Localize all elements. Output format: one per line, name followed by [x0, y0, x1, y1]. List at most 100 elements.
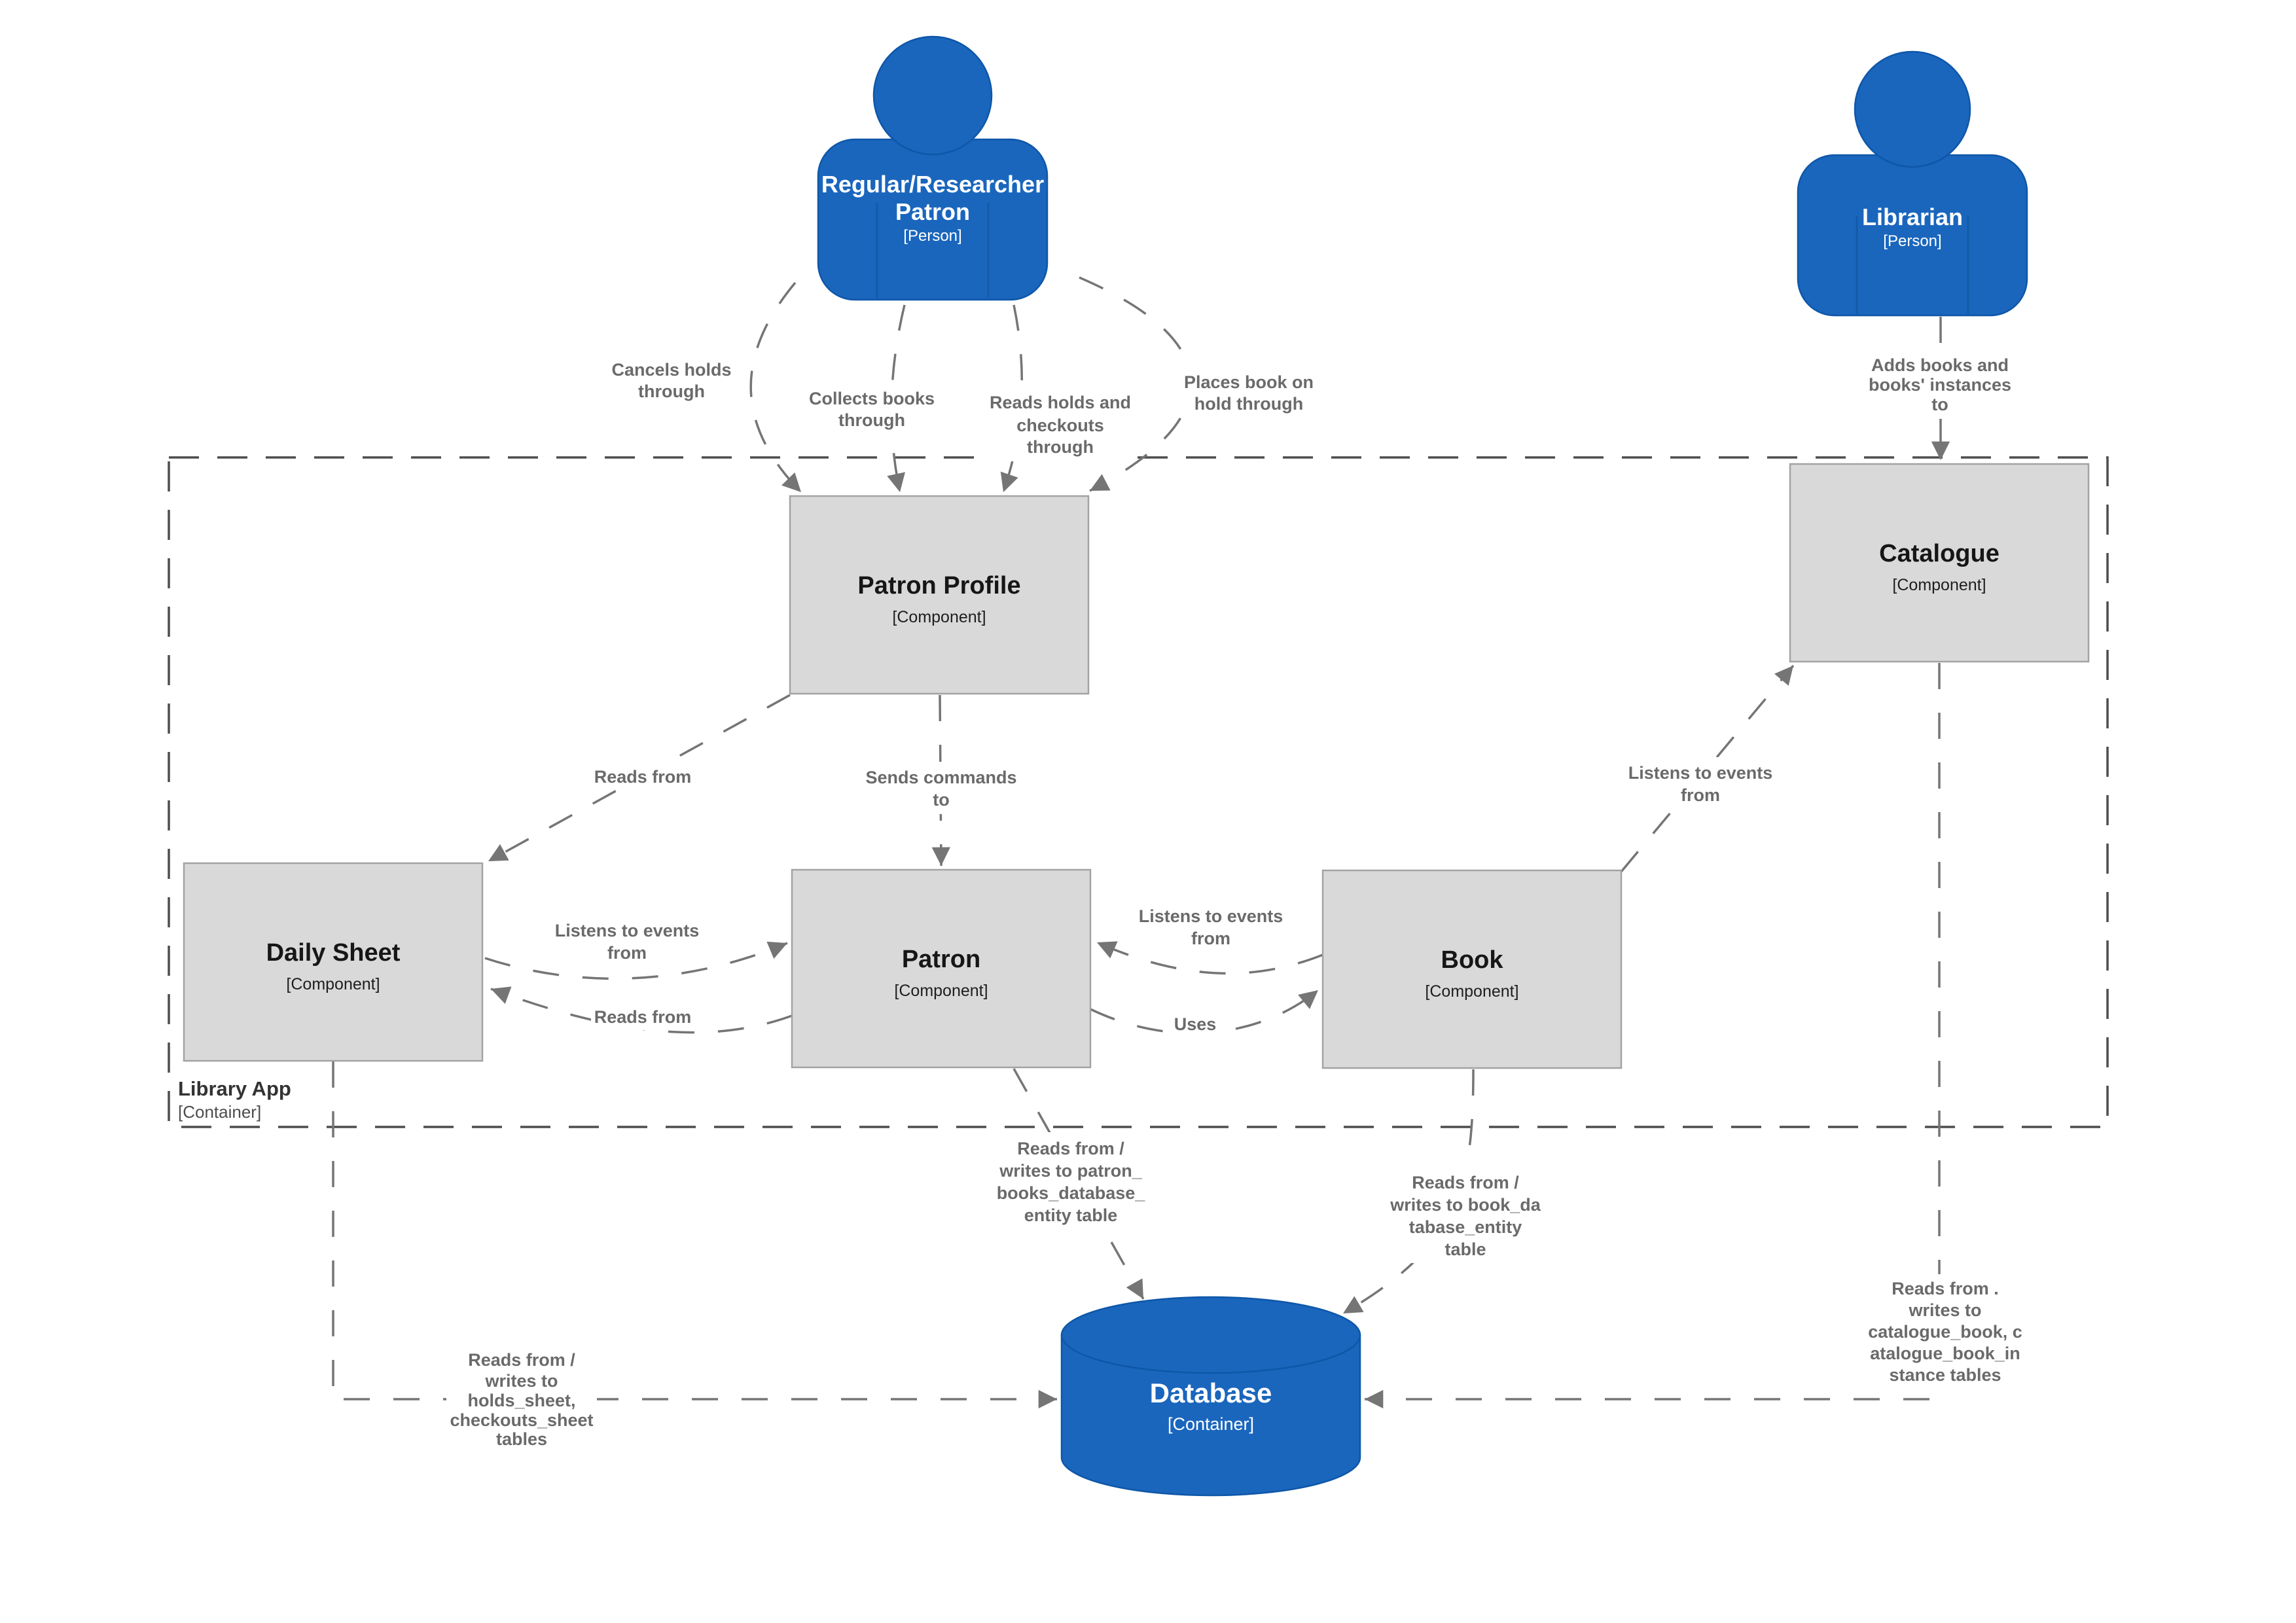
edge-label-line: table: [1444, 1240, 1486, 1259]
edge-label-line: writes to: [1908, 1300, 1981, 1320]
actor-name: Librarian: [1862, 204, 1963, 230]
edge-label-line: Places book on: [1184, 372, 1314, 392]
edge-label-line: from: [607, 943, 647, 963]
edge-label-line: tabase_entity: [1409, 1217, 1522, 1237]
component-title: Patron Profile: [857, 572, 1020, 599]
component-title: Catalogue: [1879, 540, 2000, 567]
component-type: [Component]: [286, 975, 380, 993]
library-app-boundary: [168, 456, 2109, 1128]
edge-book-listens-patron: [1096, 941, 1323, 975]
boundary-title: Library App: [178, 1077, 291, 1100]
component-box: [1789, 463, 2090, 663]
label-bg: [446, 1346, 597, 1453]
component-catalogue: Catalogue [Component]: [1789, 463, 2090, 663]
actor-name: Patron: [895, 198, 970, 225]
edge-patron-to-database: [1013, 1068, 1145, 1300]
edge-patron-uses-book: [1090, 989, 1319, 1035]
edge-label-line: to: [1931, 395, 1948, 414]
label-bg: [868, 762, 1014, 814]
label-bg: [990, 389, 1131, 461]
actor-name: Regular/Researcher: [821, 171, 1044, 198]
component-type: [Component]: [894, 982, 988, 1000]
label-bg: [1865, 1274, 2025, 1389]
edge-label-line: Reads from /: [1017, 1139, 1124, 1158]
label-bg: [1865, 352, 2015, 419]
component-type: [Component]: [1892, 576, 1986, 594]
edge-label-line: Adds books and: [1871, 355, 2009, 375]
person-head: [872, 35, 993, 156]
edge-label-line: to: [933, 790, 949, 810]
component-type: [Component]: [892, 608, 986, 626]
component-title: Book: [1441, 946, 1504, 974]
edge-book-listens-catalogue: [1620, 664, 1795, 873]
edge-label-line: books' instances: [1869, 375, 2011, 395]
component-box: [791, 868, 1092, 1069]
edge-label-line: Uses: [1174, 1014, 1217, 1034]
edge-label-line: catalogue_book, c: [1868, 1322, 2022, 1342]
edge-label-line: writes to patron_: [999, 1161, 1143, 1181]
label-bg: [1134, 901, 1288, 953]
person-head: [1854, 50, 1971, 168]
component-box: [1321, 869, 1623, 1069]
edge-label-line: stance tables: [1889, 1365, 2001, 1385]
component-box: [789, 495, 1090, 695]
edge-label-line: Reads from /: [1412, 1173, 1519, 1192]
edge-label-line: Listens to events: [555, 921, 700, 940]
component-title: Patron: [902, 946, 980, 973]
edge-catalogue-to-database: [1365, 663, 1941, 1409]
edge-label-line: Listens to events: [1139, 906, 1283, 926]
edge-daily-sheet-to-database: [332, 1061, 1057, 1409]
edge-label-line: from: [1191, 929, 1230, 948]
label-bg: [1386, 1166, 1545, 1263]
edge-reads-holds-checkouts: [1000, 304, 1024, 493]
edge-label-line: writes to: [484, 1371, 558, 1391]
edge-label-line: through: [1027, 437, 1094, 457]
label-bg: [1623, 757, 1778, 810]
edge-label-line: Reads holds and: [990, 393, 1131, 412]
edge-label-line: Listens to events: [1628, 763, 1773, 783]
edge-label-line: Collects books: [809, 389, 935, 408]
edge-label-line: through: [838, 410, 905, 430]
edge-label-line: checkouts_sheet: [450, 1410, 593, 1430]
boundary-type: [Container]: [178, 1102, 261, 1122]
database-title: Database: [1150, 1378, 1272, 1408]
cylinder-body: [1060, 1296, 1361, 1497]
component-patron-profile: Patron Profile [Component]: [789, 495, 1090, 695]
edge-label-line: from: [1681, 785, 1720, 805]
actor-type: [Person]: [903, 227, 961, 245]
edge-label-line: Reads from: [594, 1007, 692, 1027]
edge-label-line: Reads from: [594, 767, 692, 787]
edge-label-line: atalogue_book_in: [1870, 1344, 2020, 1363]
edge-label-line: through: [638, 382, 705, 401]
label-bg: [550, 915, 704, 967]
database-type: [Container]: [1168, 1414, 1254, 1434]
label-bg: [591, 1001, 694, 1030]
edge-label-line: Reads from .: [1892, 1279, 1999, 1298]
edge-cancels-holds: [749, 281, 802, 493]
edge-label-line: tables: [496, 1429, 547, 1449]
label-bg: [1182, 369, 1316, 418]
edge-label-line: Reads from /: [468, 1350, 575, 1370]
edge-daily-sheet-listens-patron: [484, 941, 788, 980]
edge-label-line: hold through: [1194, 394, 1303, 414]
label-bg: [808, 386, 936, 435]
actor-type: [Person]: [1883, 232, 1941, 250]
component-title: Daily Sheet: [266, 939, 401, 967]
edge-label-line: entity table: [1024, 1205, 1118, 1225]
database-cylinder: Database [Container]: [1060, 1296, 1361, 1497]
edge-label-line: Sends commands: [865, 768, 1016, 787]
component-book: Book [Component]: [1321, 869, 1623, 1069]
edge-label-line: checkouts: [1016, 416, 1104, 435]
label-bg: [992, 1132, 1149, 1229]
component-daily-sheet: Daily Sheet [Component]: [183, 862, 484, 1062]
label-bg: [591, 761, 694, 790]
label-bg: [1169, 1008, 1221, 1037]
person-regular-researcher-patron: Regular/Researcher Patron [Person]: [817, 35, 1049, 301]
edge-collects-books: [887, 304, 906, 493]
edge-label-line: writes to book_da: [1390, 1195, 1541, 1215]
edge-label-line: books_database_: [997, 1183, 1146, 1203]
component-patron: Patron [Component]: [791, 868, 1092, 1069]
label-bg: [609, 357, 734, 406]
component-box: [183, 862, 484, 1062]
